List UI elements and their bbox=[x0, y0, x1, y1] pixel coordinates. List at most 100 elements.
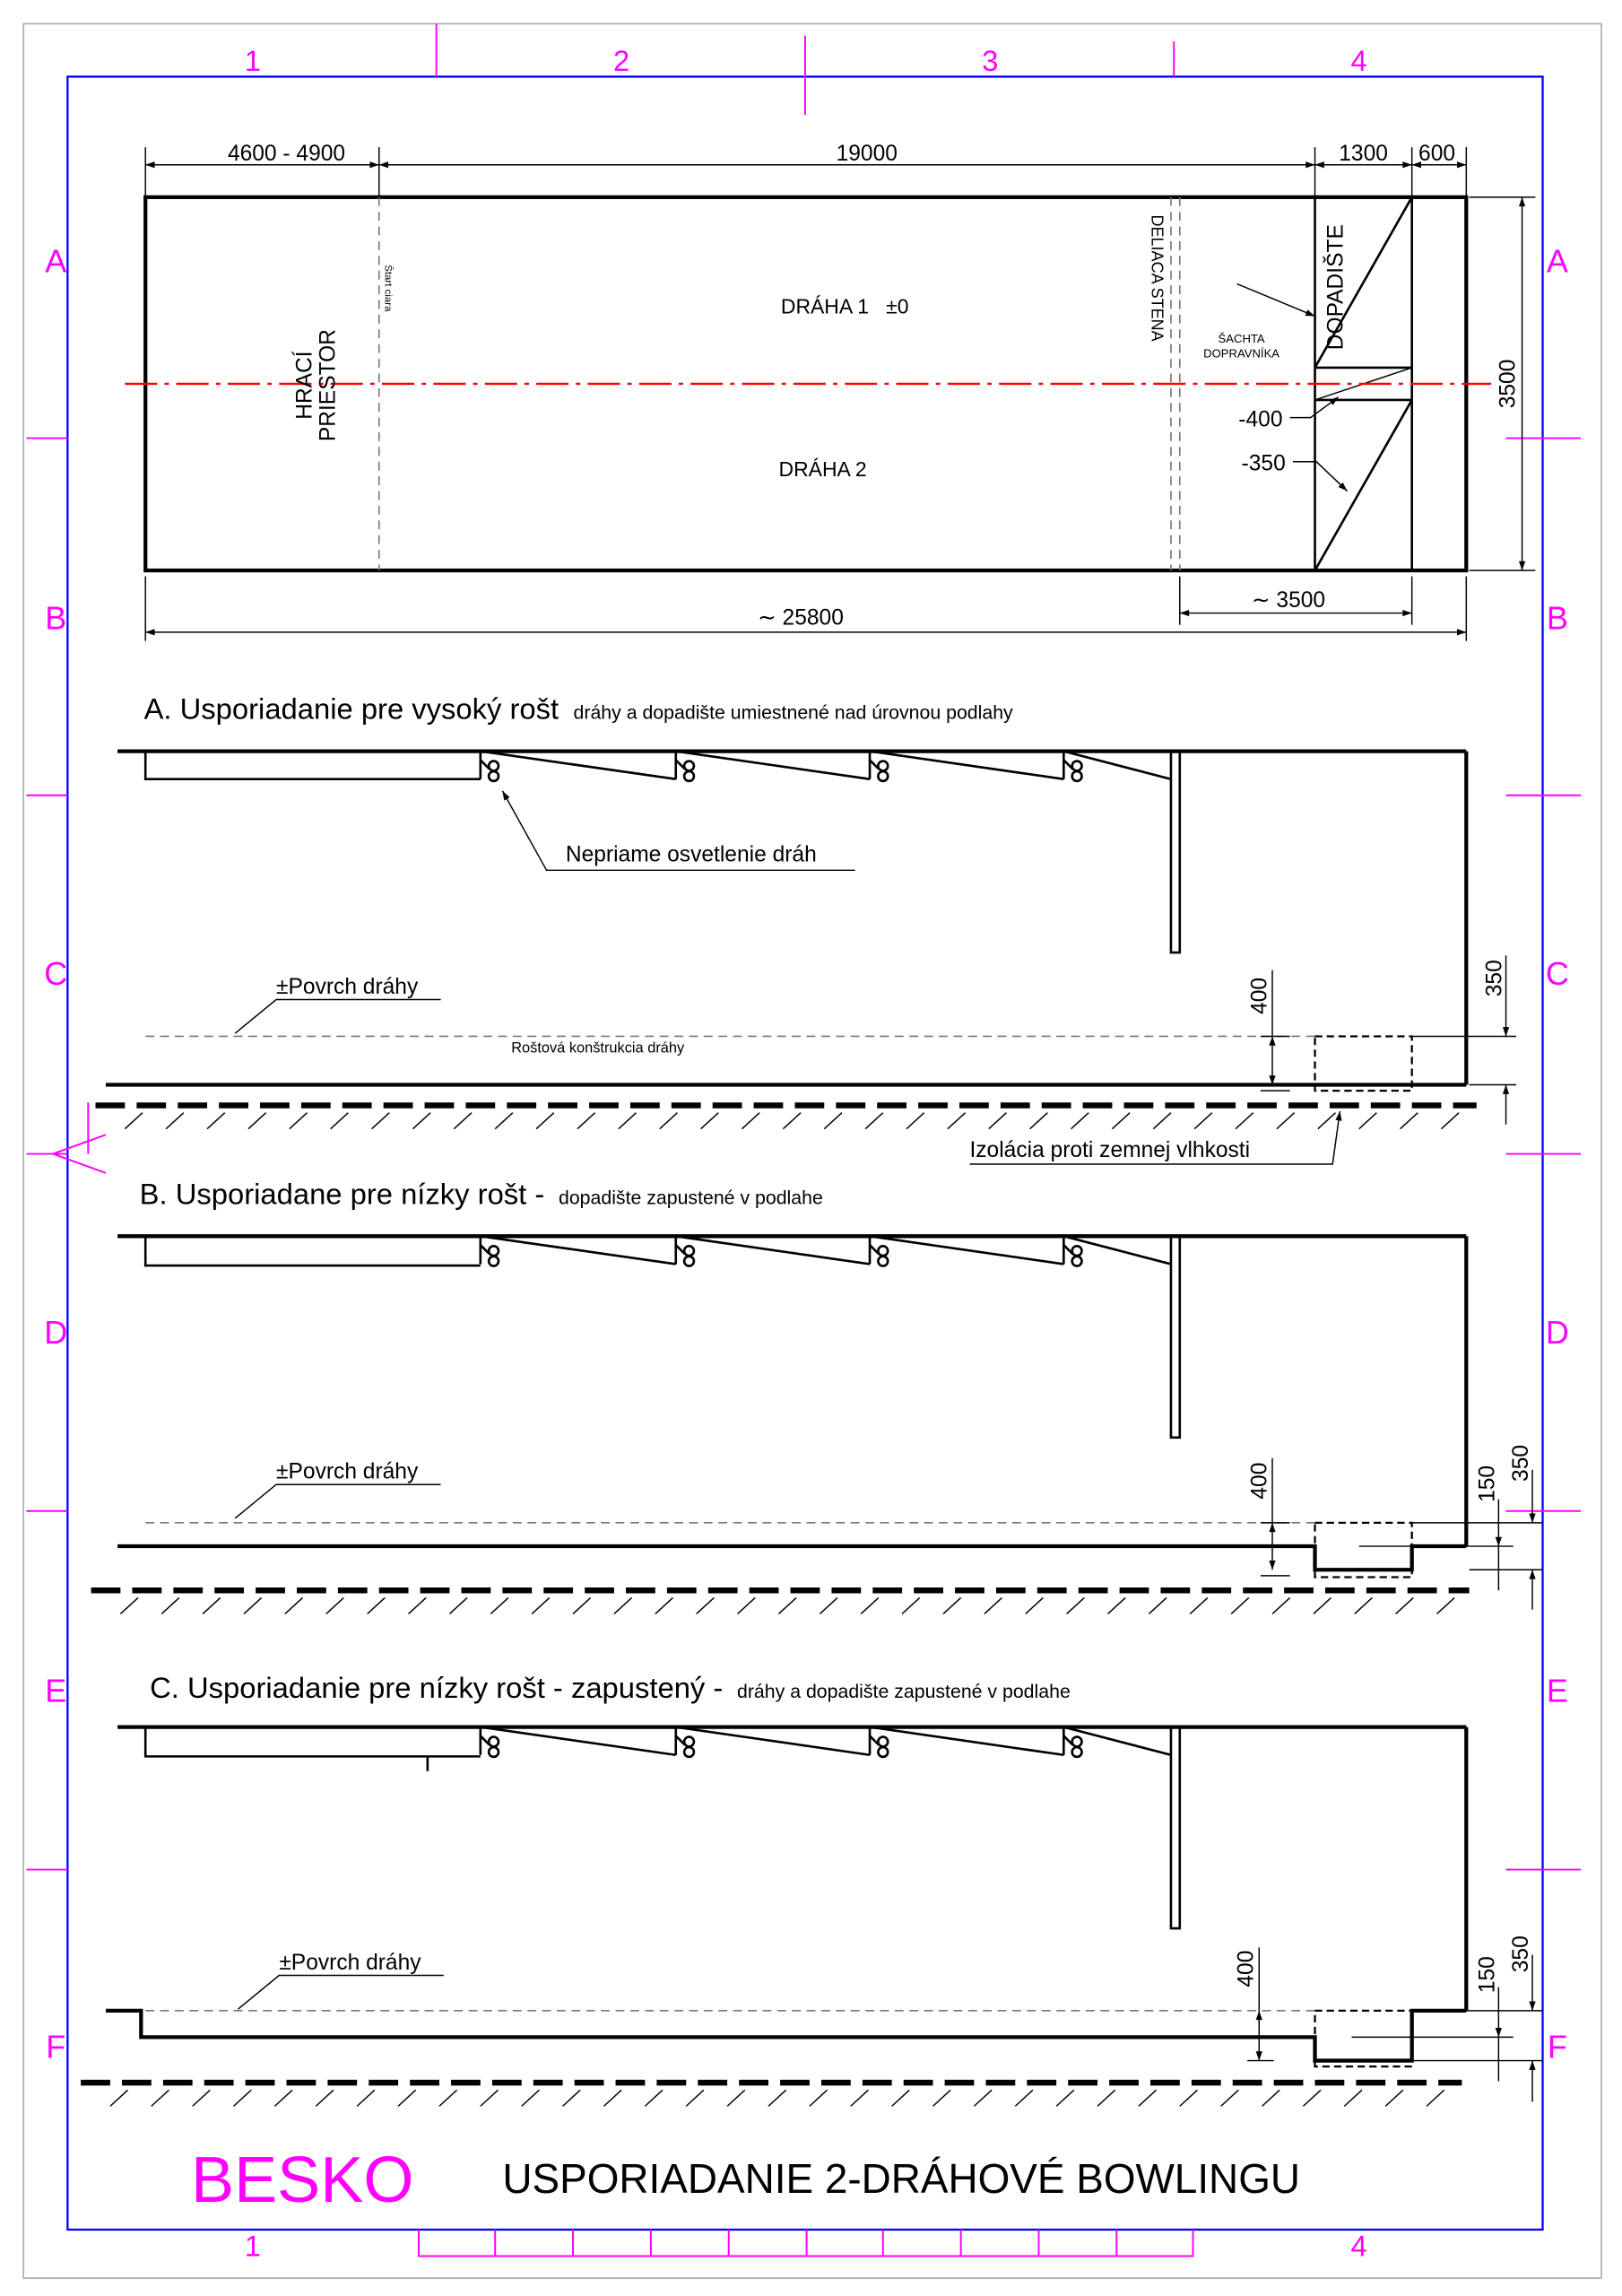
section-b-title: B. Usporiadane pre nízky rošt - dopadišt… bbox=[140, 1177, 823, 1210]
ground-hatch bbox=[192, 2089, 211, 2107]
ground-hatch bbox=[206, 1112, 226, 1130]
ground-hatch bbox=[1071, 1112, 1089, 1130]
ground-hatch bbox=[1106, 1596, 1126, 1614]
sheet-border bbox=[22, 22, 1602, 2279]
lamp-icon bbox=[479, 1244, 500, 1267]
drawing-title: USPORIADANIE 2-DRÁHOVÉ BOWLINGU bbox=[502, 2155, 1300, 2202]
ground-hatch bbox=[535, 1112, 555, 1130]
ground-hatch bbox=[577, 1112, 596, 1130]
ground-hatch bbox=[932, 2089, 951, 2107]
row-label: A bbox=[1547, 242, 1568, 279]
dim-350: 350 bbox=[1509, 1935, 1533, 1972]
dim-play-area: 4600 - 4900 bbox=[228, 142, 345, 166]
row-label: A bbox=[45, 242, 66, 279]
lamp-icon bbox=[479, 1735, 500, 1759]
ground-hatch bbox=[741, 1112, 760, 1130]
lamp-icon bbox=[869, 759, 889, 783]
level-400-label: -400 bbox=[1238, 407, 1282, 431]
ground-hatch bbox=[1395, 1596, 1414, 1614]
ground-hatch bbox=[273, 2089, 293, 2107]
lamp-icon bbox=[674, 759, 696, 783]
row-label: C bbox=[1546, 955, 1569, 992]
ground-hatch bbox=[160, 1596, 180, 1614]
ground-hatch bbox=[644, 2089, 664, 2107]
ground-hatch bbox=[356, 2089, 376, 2107]
ground-hatch bbox=[984, 1596, 1003, 1614]
ground-hatch bbox=[1317, 1112, 1336, 1130]
ground-hatch bbox=[819, 1596, 838, 1614]
ground-hatch bbox=[119, 1596, 139, 1614]
ground-hatch bbox=[448, 1596, 468, 1614]
ground-hatch bbox=[659, 1112, 678, 1130]
dim-total-length: ∼ 25800 bbox=[758, 606, 844, 631]
lamp-icon bbox=[674, 1244, 696, 1267]
light-reflector bbox=[869, 750, 1064, 781]
ground-hatch bbox=[1302, 2089, 1322, 2107]
ground-hatch bbox=[850, 2089, 869, 2107]
lamp-icon bbox=[869, 1244, 889, 1267]
section-a bbox=[95, 749, 1517, 1165]
ground-hatch bbox=[521, 2089, 540, 2107]
grate-structure-label: Roštová konštrukcia dráhy bbox=[511, 1039, 685, 1056]
light-reflector bbox=[675, 750, 871, 781]
ground-hatch bbox=[1440, 1112, 1460, 1130]
ground-hatch bbox=[1111, 1112, 1131, 1130]
ground-hatch bbox=[1025, 1596, 1044, 1614]
light-reflector bbox=[480, 750, 676, 781]
lamp-icon bbox=[1063, 1244, 1083, 1267]
lamp-icon bbox=[1063, 759, 1083, 783]
lamp-icon bbox=[479, 759, 500, 783]
dim-400: 400 bbox=[1235, 1951, 1259, 1987]
row-label: F bbox=[1548, 2028, 1567, 2065]
ground-hatch bbox=[233, 2089, 252, 2107]
dim-pit-length: ∼ 3500 bbox=[1252, 588, 1325, 613]
ground-hatch bbox=[1179, 2089, 1198, 2107]
start-line-label: Štart ciara bbox=[382, 265, 394, 312]
lane-1-label: DRÁHA 1 ±0 bbox=[781, 294, 909, 317]
ground-hatch bbox=[412, 1112, 431, 1130]
row-label: F bbox=[46, 2028, 65, 2065]
row-label: D bbox=[1546, 1314, 1569, 1351]
dim-pit: 1300 bbox=[1339, 142, 1388, 166]
ground-hatch bbox=[809, 2089, 828, 2107]
ground-hatch bbox=[1313, 1596, 1332, 1614]
ground-hatch bbox=[562, 2089, 581, 2107]
ground-hatch bbox=[988, 1112, 1007, 1130]
ground-hatch bbox=[1400, 1112, 1418, 1130]
ground-hatch bbox=[408, 1596, 427, 1614]
ground-hatch bbox=[165, 1112, 185, 1130]
ground-hatch bbox=[480, 2089, 499, 2107]
lane-surface-label: ±Povrch dráhy bbox=[276, 975, 419, 999]
ground-hatch bbox=[1066, 1596, 1085, 1614]
dim-back: 600 bbox=[1418, 142, 1455, 166]
ground-hatch bbox=[572, 1596, 592, 1614]
plan-view bbox=[125, 147, 1536, 641]
lamp-icon bbox=[674, 1735, 696, 1759]
section-c bbox=[81, 1725, 1543, 2107]
ground-hatch bbox=[1097, 2089, 1116, 2107]
ground-hatch bbox=[1262, 2089, 1280, 2107]
column-label: 2 bbox=[613, 44, 629, 77]
ground-hatch bbox=[438, 2089, 458, 2107]
ground-hatch bbox=[777, 1596, 797, 1614]
ground-hatch bbox=[330, 1112, 349, 1130]
lane-surface-label: ±Povrch dráhy bbox=[276, 1460, 419, 1484]
ground-hatch bbox=[1426, 2089, 1445, 2107]
light-reflector bbox=[1063, 750, 1172, 780]
ground-hatch bbox=[494, 1112, 514, 1130]
ground-hatch bbox=[782, 1112, 802, 1130]
row-label: B bbox=[45, 600, 66, 637]
lane-surface-label: ±Povrch dráhy bbox=[279, 1951, 421, 1975]
ground-hatch bbox=[1029, 1112, 1048, 1130]
ground-hatch bbox=[1193, 1112, 1213, 1130]
ground-hatch bbox=[1148, 1596, 1167, 1614]
ground-hatch bbox=[906, 1112, 925, 1130]
dim-350: 350 bbox=[1509, 1445, 1533, 1482]
ground-hatch bbox=[696, 1596, 715, 1614]
ground-hatch bbox=[109, 2089, 129, 2107]
ground-hatch bbox=[1271, 1596, 1291, 1614]
ground-hatch bbox=[1436, 1596, 1455, 1614]
ground-hatch bbox=[1235, 1112, 1254, 1130]
light-reflector bbox=[869, 1726, 1064, 1757]
